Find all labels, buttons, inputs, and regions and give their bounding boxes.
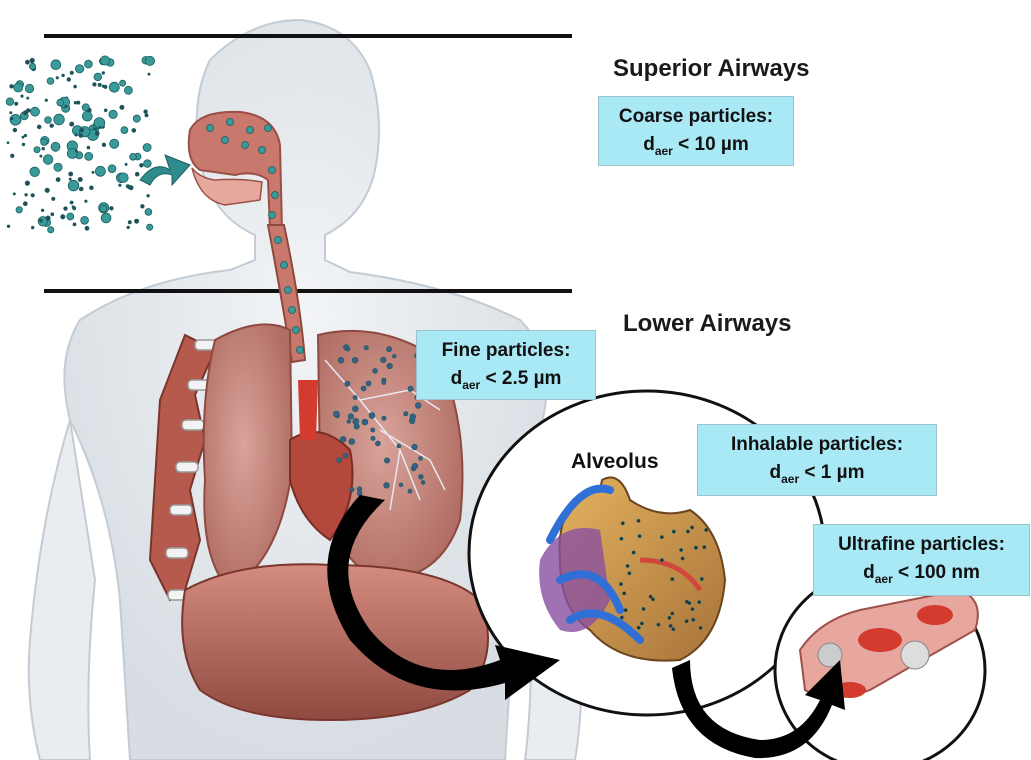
coarse-title: Coarse particles: — [599, 103, 793, 131]
aerosol-cloud — [6, 56, 154, 233]
lower-airways-title: Lower Airways — [623, 310, 792, 338]
fine-size: daer < 2.5 µm — [417, 365, 595, 393]
fine-title: Fine particles: — [417, 337, 595, 365]
aorta — [298, 380, 318, 440]
ultrafine-title: Ultrafine particles: — [814, 531, 1029, 559]
inhalable-particles-box: Inhalable particles: daer < 1 µm — [697, 424, 937, 496]
inhalable-size: daer < 1 µm — [698, 459, 936, 487]
ultrafine-particles-box: Ultrafine particles: daer < 100 nm — [813, 524, 1030, 596]
coarse-particles-box: Coarse particles: daer < 10 µm — [598, 96, 794, 166]
inhalable-title: Inhalable particles: — [698, 431, 936, 459]
ultrafine-size: daer < 100 nm — [814, 559, 1029, 587]
coarse-size: daer < 10 µm — [599, 131, 793, 159]
alveolus-label: Alveolus — [571, 450, 659, 474]
superior-airways-title: Superior Airways — [613, 55, 810, 83]
fine-particles-box: Fine particles: daer < 2.5 µm — [416, 330, 596, 400]
